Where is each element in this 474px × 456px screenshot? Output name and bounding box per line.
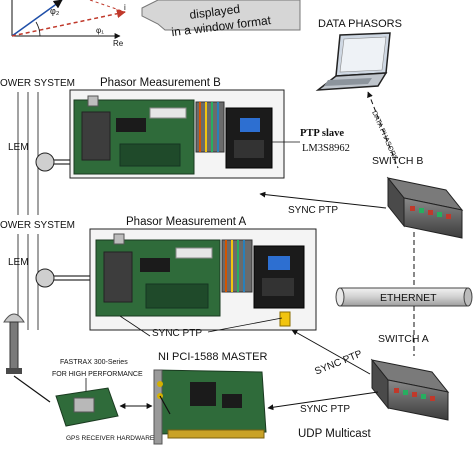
i-label: i [124, 3, 126, 12]
sync-ptp-master-label: SYNC PTP [313, 349, 364, 378]
pm-b-connector [149, 107, 187, 119]
pm-b-ptp-board [225, 107, 273, 169]
lem-sensor-bottom [35, 268, 55, 288]
pm-b-daughter [119, 143, 181, 167]
ptp-slave-title: PTP slave [300, 128, 344, 139]
pm-a-title: Phasor Measurement A [126, 216, 247, 228]
power-system-bottom: OWER SYSTEM LEM [0, 220, 90, 330]
switch-a-label: SWITCH A [378, 333, 429, 345]
pm-b-oled [240, 118, 260, 132]
sync-ptp-board-label: SYNC PTP [152, 328, 202, 339]
ni-bracket [153, 369, 163, 445]
udp-multicast-label: UDP Multicast [298, 428, 371, 440]
power-system-top-label: OWER SYSTEM [0, 78, 75, 89]
sync-ptp-b-arrow [259, 191, 387, 209]
antenna-cable [13, 375, 51, 403]
switch-b-label: SWITCH B [372, 155, 423, 167]
phasor-measurement-a: Phasor Measurement A SYNC PTP [89, 216, 317, 339]
pm-a-oled [268, 256, 290, 270]
pm-a-chip [140, 258, 170, 272]
phasor-measurement-b: Phasor Measurement B PTP slave LM3S8962 [69, 77, 350, 179]
data-phasors-arrow [367, 91, 399, 169]
switch-b-front [403, 197, 463, 239]
phasor-guide [89, 0, 126, 13]
phi2-label: φ₂ [50, 6, 60, 16]
re-axis-label: Re [113, 39, 124, 48]
display-banner: displayed in a window format [141, 0, 301, 39]
ethernet-bus: ETHERNET [335, 287, 473, 307]
switch-b: SWITCH B [372, 155, 464, 239]
ni-master-label: NI PCI-1588 MASTER [158, 351, 267, 363]
sync-ptp-gps-label: SYNC PTP [300, 404, 350, 415]
lem-bottom-label: LEM [8, 257, 29, 268]
phi1-label: φ₁ [96, 26, 104, 35]
switch-a: SWITCH A [370, 333, 450, 421]
sync-ptp-gps-arrow [267, 391, 379, 411]
ni-chip [190, 382, 216, 406]
fastrax-line1: FASTRAX 300-Series [60, 359, 128, 366]
sync-ptp-master-arrow [291, 329, 371, 375]
pm-b-heatsink [81, 111, 111, 161]
banner-line1: displayed [189, 2, 241, 22]
power-system-top: OWER SYSTEM LEM [0, 78, 75, 215]
ethernet-label: ETHERNET [380, 292, 437, 304]
gps-hw-label: GPS RECEIVER HARDWARE [66, 435, 155, 442]
ni-master-card: NI PCI-1588 MASTER [153, 351, 267, 445]
phasor-plot: φ₂ φ₁ i Re [11, 0, 126, 48]
pm-a-daughter [145, 283, 209, 309]
power-system-bottom-label: OWER SYSTEM [0, 220, 75, 231]
lem-sensor-top [35, 152, 55, 172]
phasor-2 [11, 9, 126, 37]
laptop: DATA PHASORS [315, 18, 402, 91]
gps-receiver: FASTRAX 300-Series FOR HIGH PERFORMANCE … [52, 359, 155, 442]
pm-b-title: Phasor Measurement B [100, 77, 221, 89]
ptp-slave-chip: LM3S8962 [302, 143, 350, 154]
ni-pci-edge [167, 429, 265, 439]
pm-b-chip [116, 118, 146, 132]
data-phasors-label: DATA PHASORS [318, 18, 402, 30]
pm-a-connector [175, 247, 213, 259]
phasor-1 [11, 0, 63, 37]
fastrax-line2: FOR HIGH PERFORMANCE [52, 371, 143, 378]
pm-a-heatsink [103, 251, 133, 303]
lem-top-label: LEM [8, 142, 29, 153]
gps-antenna [3, 313, 25, 374]
angle-arc-1 [35, 21, 41, 37]
sync-ptp-b-label: SYNC PTP [288, 205, 338, 216]
pm-a-ptp-board [253, 245, 305, 309]
